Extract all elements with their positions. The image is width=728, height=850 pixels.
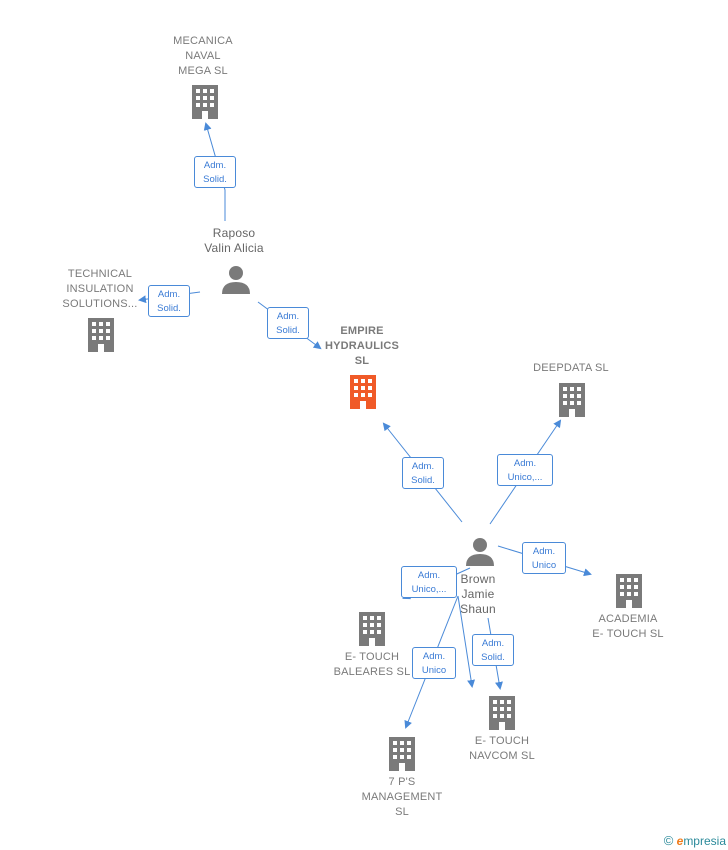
- empresia-logo: © empresia: [664, 833, 726, 848]
- node-brown-jamie-shaun[interactable]: Brown Jamie Shaun: [438, 572, 518, 617]
- person-label: Brown Jamie Shaun: [460, 572, 496, 616]
- company-label: DEEPDATA SL: [533, 362, 609, 374]
- edge-label-brown-management[interactable]: Adm. Unico: [412, 647, 456, 679]
- brand-text: mpresia: [683, 834, 726, 848]
- edge-label-raposo-empire[interactable]: Adm. Solid.: [267, 307, 309, 339]
- edge-label-brown-empire[interactable]: Adm. Solid.: [402, 457, 444, 489]
- company-label: TECHNICAL INSULATION SOLUTIONS...: [62, 268, 138, 310]
- building-icon[interactable]: [614, 572, 644, 613]
- company-label: EMPIRE HYDRAULICS SL: [324, 325, 400, 367]
- building-icon[interactable]: [557, 381, 587, 422]
- company-label: MECANICA NAVAL MEGA SL: [173, 35, 233, 77]
- node-deepdata[interactable]: DEEPDATA SL: [516, 361, 626, 376]
- node-academia-e-touch[interactable]: ACADEMIA E- TOUCH SL: [578, 612, 678, 642]
- node-e-touch-navcom[interactable]: E- TOUCH NAVCOM SL: [452, 734, 552, 764]
- edge-label-raposo-technical[interactable]: Adm. Solid.: [148, 285, 190, 317]
- node-7ps-management[interactable]: 7 P'S MANAGEMENT SL: [350, 775, 454, 820]
- node-raposo-valin-alicia[interactable]: Raposo Valin Alicia: [184, 226, 284, 256]
- building-icon[interactable]: [86, 316, 116, 357]
- company-label: ACADEMIA E- TOUCH SL: [592, 613, 664, 640]
- node-empire-hydraulics[interactable]: EMPIRE HYDRAULICS SL: [310, 324, 414, 369]
- edge-label-brown-deepdata[interactable]: Adm. Unico,...: [497, 454, 553, 486]
- edge-label-brown-academia[interactable]: Adm. Unico: [522, 542, 566, 574]
- node-technical-insulation[interactable]: TECHNICAL INSULATION SOLUTIONS...: [50, 267, 150, 312]
- edge-label-raposo-mecanica[interactable]: Adm. Solid.: [194, 156, 236, 188]
- copyright-symbol: ©: [663, 833, 674, 848]
- building-icon[interactable]: [348, 373, 378, 414]
- company-label: E- TOUCH NAVCOM SL: [469, 735, 535, 762]
- edge-raposo-mecanica: [203, 122, 226, 221]
- company-label: E- TOUCH BALEARES SL: [333, 651, 411, 678]
- edge-brown-baleares-2: [457, 595, 476, 688]
- person-icon[interactable]: [221, 264, 251, 299]
- edge-label-brown-baleares[interactable]: Adm. Unico,...: [401, 566, 457, 598]
- building-icon[interactable]: [190, 83, 220, 124]
- building-icon[interactable]: [387, 735, 417, 776]
- person-icon[interactable]: [465, 536, 495, 571]
- building-icon[interactable]: [487, 694, 517, 735]
- company-label: 7 P'S MANAGEMENT SL: [361, 776, 443, 818]
- node-e-touch-baleares[interactable]: E- TOUCH BALEARES SL: [322, 650, 422, 680]
- building-icon[interactable]: [357, 610, 387, 651]
- person-label: Raposo Valin Alicia: [204, 226, 264, 255]
- node-mecanica-naval-mega[interactable]: MECANICA NAVAL MEGA SL: [150, 34, 256, 79]
- edge-label-brown-navcom[interactable]: Adm. Solid.: [472, 634, 514, 666]
- brand-initial: e: [676, 834, 684, 848]
